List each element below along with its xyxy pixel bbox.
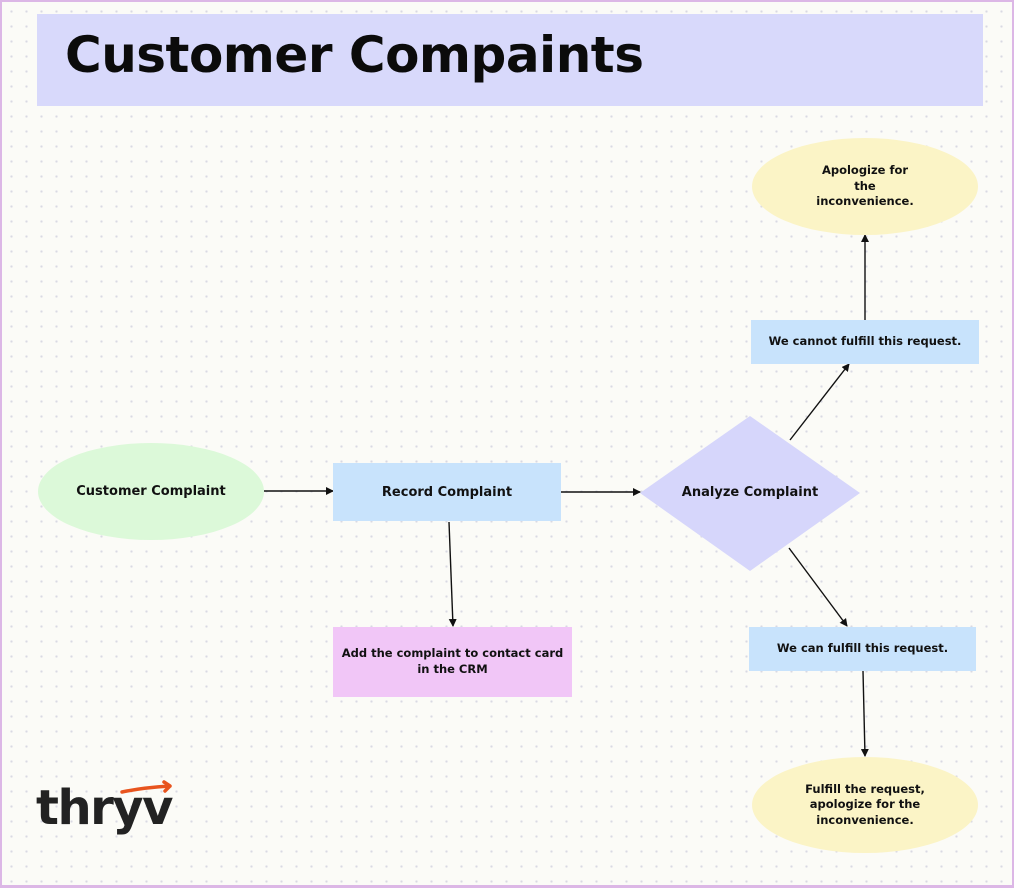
fulfill-apologize-node[interactable]: Fulfill the request, apologize for the i… [752, 757, 978, 853]
record-complaint-label: Record Complaint [381, 484, 513, 500]
apologize-label: Apologize for the inconvenience. [816, 163, 914, 209]
arrow-analyze-to-can [788, 547, 848, 627]
arrow-record-to-crm [448, 521, 457, 627]
can-fulfill-node[interactable]: We can fulfill this request. [749, 627, 976, 671]
thryv-logo-graphic: thryv [36, 780, 175, 836]
record-complaint-node[interactable]: Record Complaint [333, 463, 561, 521]
fulfill-apologize-label: Fulfill the request, apologize for the i… [805, 781, 925, 827]
customer-complaint-node[interactable]: Customer Complaint [38, 443, 264, 540]
page-title: Customer Compaints [65, 26, 644, 84]
svg-text:thryv: thryv [36, 780, 173, 836]
customer-complaint-label: Customer Complaint [76, 484, 226, 499]
arrow-analyze-to-cannot [789, 363, 850, 441]
apologize-node[interactable]: Apologize for the inconvenience. [752, 138, 978, 235]
analyze-complaint-diamond[interactable] [640, 416, 860, 571]
add-to-crm-label: Add the complaint to contact card in the… [341, 646, 564, 676]
add-to-crm-node[interactable]: Add the complaint to contact card in the… [333, 627, 572, 697]
arrow-can-to-fulfill [860, 670, 869, 757]
thryv-logo: thryv [36, 776, 176, 841]
title-banner: Customer Compaints [37, 14, 983, 106]
cannot-fulfill-label: We cannot fulfill this request. [768, 334, 962, 349]
analyze-complaint-label: Analyze Complaint [681, 485, 819, 500]
can-fulfill-label: We can fulfill this request. [776, 641, 949, 656]
cannot-fulfill-node[interactable]: We cannot fulfill this request. [751, 320, 979, 364]
